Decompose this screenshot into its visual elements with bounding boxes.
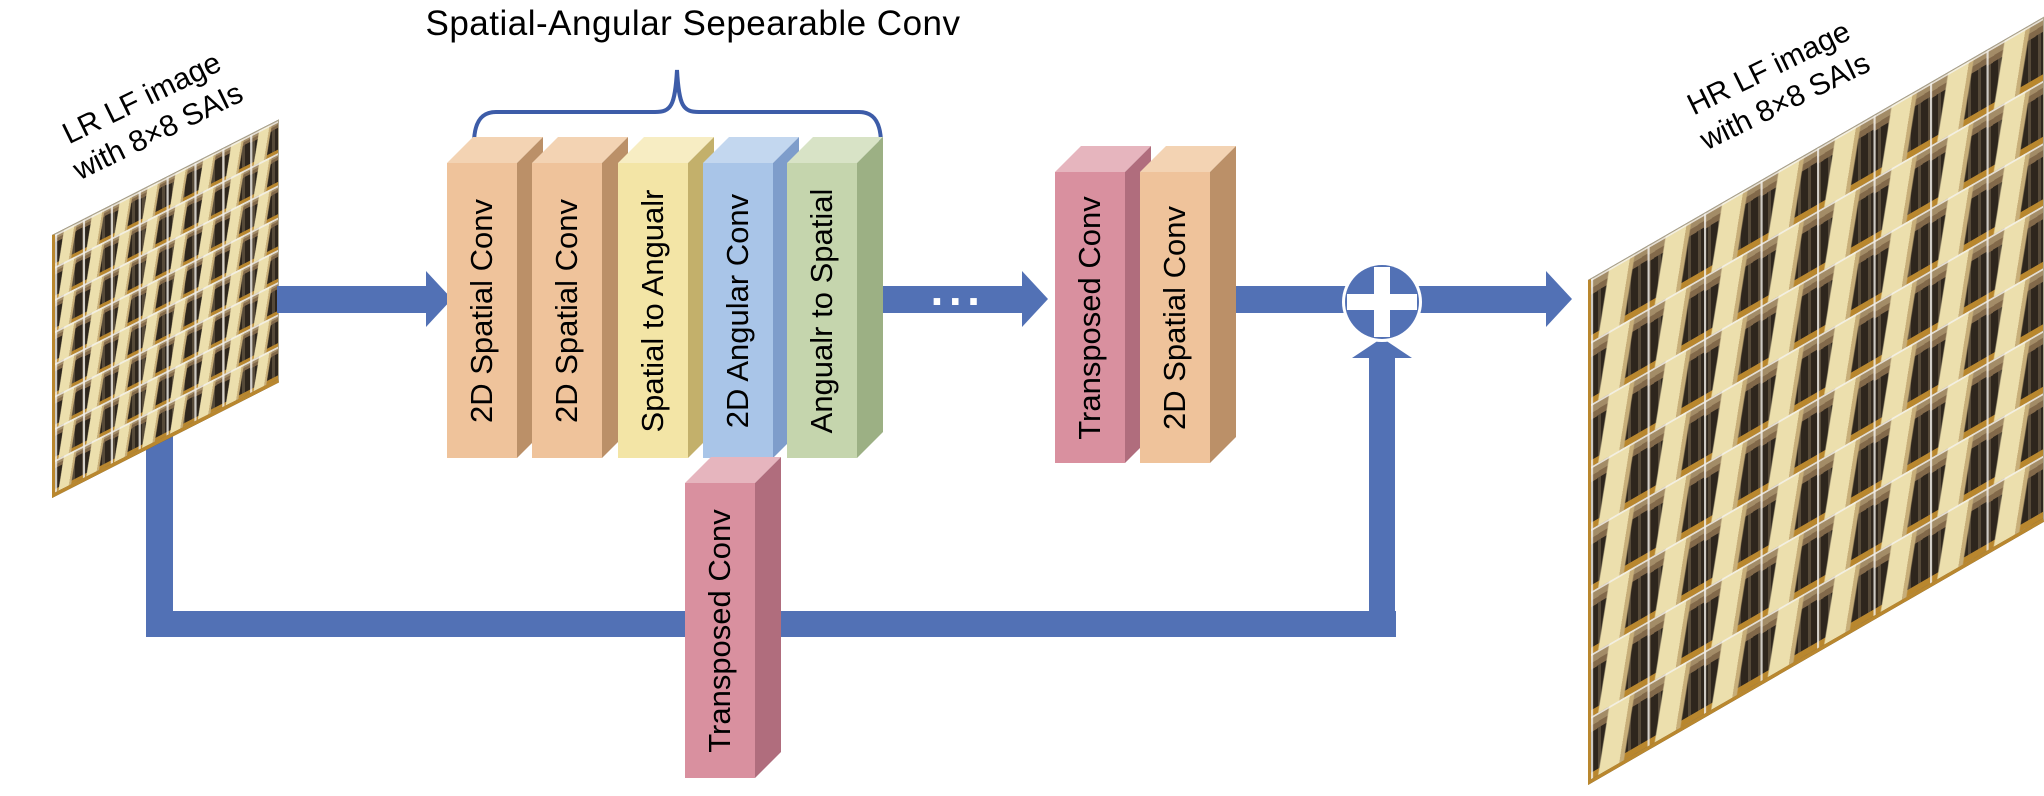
skip-connection-arrowhead-icon (1352, 338, 1412, 358)
block-2d-angular-conv: 2D Angular Conv (703, 163, 773, 458)
repeat-arrowhead-icon (1022, 271, 1048, 327)
block-label: Spatial to Angualr (635, 188, 670, 433)
input-arrow-shaft (277, 286, 426, 313)
block-face (703, 163, 773, 458)
block-face (685, 483, 755, 778)
block-face (1140, 172, 1210, 463)
diagram-title: Spatial-Angular Sepearable Conv (425, 4, 961, 43)
block-label: 2D Spatial Conv (1157, 205, 1192, 430)
block-face (618, 163, 688, 458)
output-arrowhead-icon (1546, 271, 1572, 327)
block-2d-spatial-conv-2: 2D Spatial Conv (532, 163, 602, 458)
block-2d-spatial-conv-1: 2D Spatial Conv (447, 163, 517, 458)
block-transposed-conv-skip: Transposed Conv (685, 483, 755, 778)
block-label: 2D Spatial Conv (464, 198, 499, 423)
plus-horizontal-bar (1347, 294, 1417, 310)
block-angular-to-spatial: Angualr to Spatial (787, 163, 857, 458)
block-spatial-to-angular: Spatial to Angualr (618, 163, 688, 458)
block-label: Transposed Conv (1072, 195, 1107, 440)
block-label: Transposed Conv (702, 508, 737, 753)
block-face (447, 163, 517, 458)
plus-icon (1345, 265, 1419, 339)
repeat-arrow-shaft (883, 286, 1022, 313)
block-label: 2D Angular Conv (720, 193, 755, 428)
block-transposed-conv-main: Transposed Conv (1055, 172, 1125, 463)
block-label: 2D Spatial Conv (549, 198, 584, 423)
skip-connection-down-line (146, 430, 173, 637)
ellipsis-label: ··· (930, 275, 986, 327)
block-2d-spatial-conv-tail: 2D Spatial Conv (1140, 172, 1210, 463)
curly-brace-icon (472, 69, 883, 146)
block-label: Angualr to Spatial (804, 188, 839, 433)
block-face (532, 163, 602, 458)
block-face (1055, 172, 1125, 463)
block-face (787, 163, 857, 458)
skip-connection-up-line (1369, 356, 1395, 637)
